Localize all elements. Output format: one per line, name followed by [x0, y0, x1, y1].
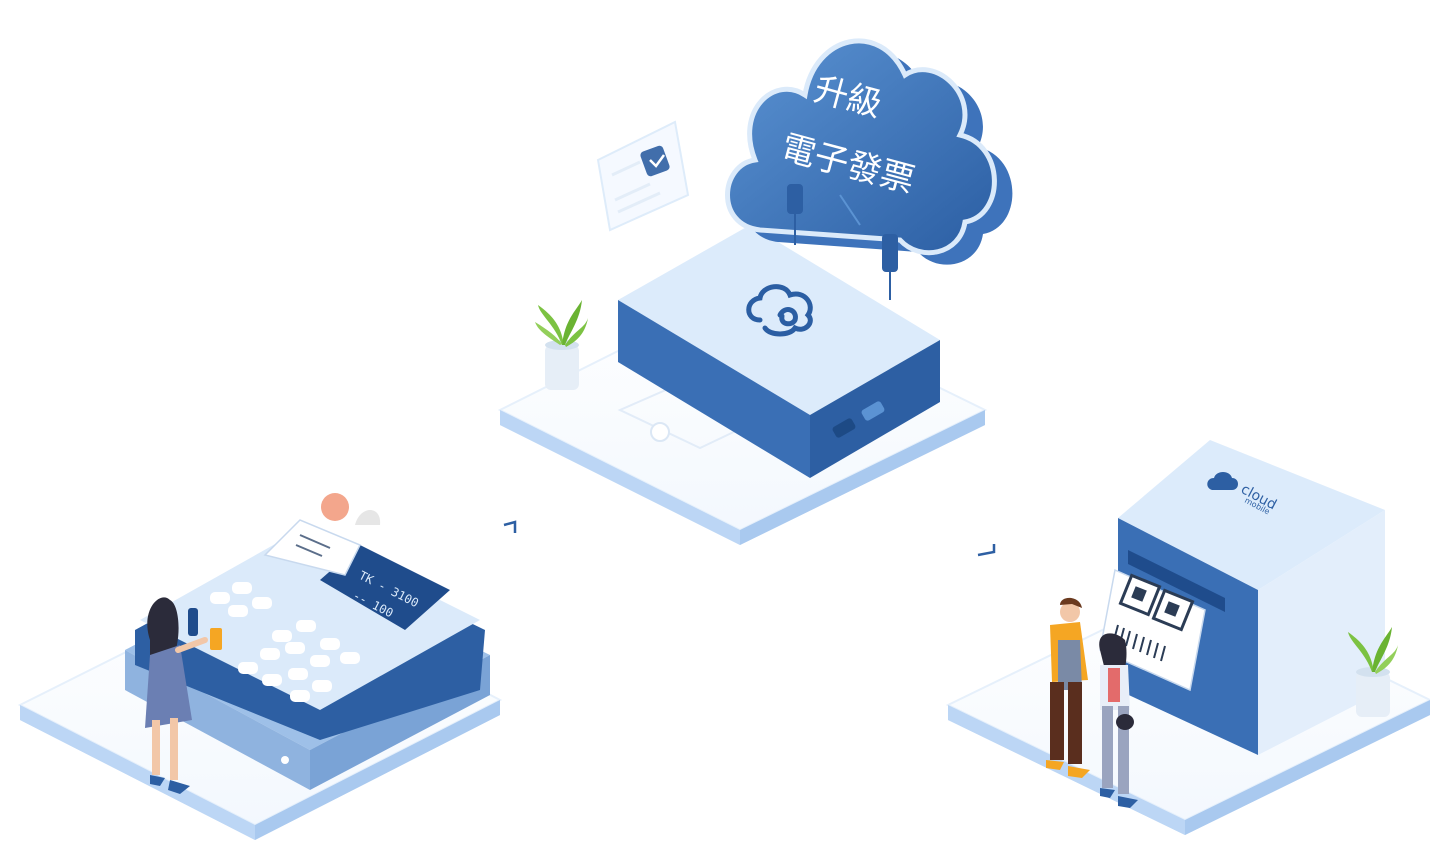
customer-man	[1046, 597, 1090, 778]
cashier-woman	[145, 597, 222, 794]
qr-code-icon	[1118, 573, 1195, 632]
cloud-cables	[787, 184, 898, 300]
cloud-server-box	[618, 225, 940, 478]
cloud-logo-icon	[746, 284, 813, 337]
plant-right	[1348, 627, 1398, 717]
receipt-kiosk: cloud mobile	[1099, 440, 1385, 755]
cloud-einvoice-sign: 升級 電子發票	[725, 38, 1013, 265]
floating-receipt-card	[596, 120, 690, 232]
customer-woman	[1099, 633, 1138, 808]
register-keypad	[210, 582, 360, 702]
plant-center	[535, 300, 588, 390]
connector-marks	[503, 520, 996, 557]
